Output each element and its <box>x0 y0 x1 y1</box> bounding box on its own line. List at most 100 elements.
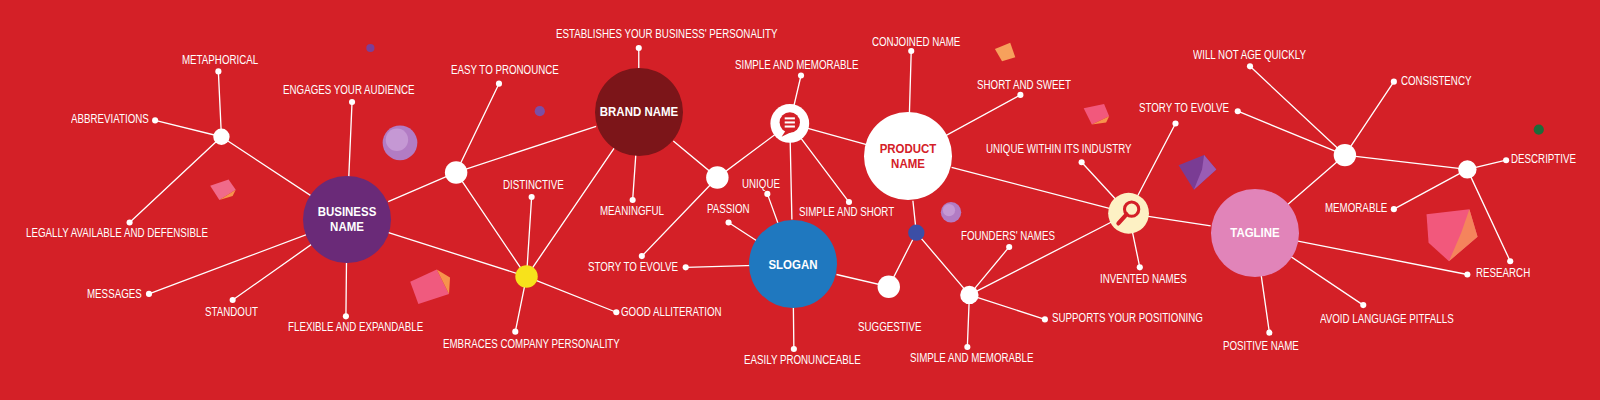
branch-label: SUPPORTS YOUR POSITIONING <box>1052 312 1203 326</box>
topic-title: TAGLINE <box>1213 225 1298 241</box>
branch-label: STORY TO EVOLVE <box>588 261 678 275</box>
leader-dot <box>1042 316 1048 322</box>
connector-line <box>388 126 596 201</box>
hub-dot <box>445 161 467 183</box>
decoration <box>1534 124 1544 134</box>
magnifier-icon <box>1108 193 1149 234</box>
branch-label: ABBREVIATIONS <box>71 113 149 127</box>
branch-label: DESCRIPTIVE <box>1511 153 1576 167</box>
leader-dot <box>1266 330 1272 336</box>
branch-label: GOOD ALLITERATION <box>621 306 722 320</box>
leader-dot <box>152 117 158 123</box>
decoration <box>1449 209 1478 261</box>
hub-dot <box>706 166 728 188</box>
decoration <box>535 106 545 116</box>
decoration <box>1179 155 1217 190</box>
leader-dot <box>127 45 1514 352</box>
topic-title: SLOGAN <box>750 257 835 273</box>
connector-line <box>952 167 1211 225</box>
speech-icon <box>780 112 800 132</box>
leader-dot <box>512 329 518 335</box>
magnifier-icon <box>1108 193 1149 234</box>
speech-icon <box>770 104 809 143</box>
decoration <box>219 190 235 200</box>
leader-dot <box>1079 159 1085 165</box>
leader-dot <box>1247 63 1253 69</box>
branch-label: LEGALLY AVAILABLE AND DEFENSIBLE <box>26 227 208 241</box>
branch-label: ENGAGES YOUR AUDIENCE <box>283 84 414 98</box>
branch-label: DISTINCTIVE <box>503 179 564 193</box>
leader-dot <box>1137 264 1143 270</box>
speech-icon <box>770 104 809 143</box>
decoration <box>941 202 961 222</box>
leader-dot <box>1172 120 1178 126</box>
magnifier-icon <box>1118 214 1126 223</box>
topic-circle: BUSINESS NAME <box>303 176 391 264</box>
leader-dot <box>726 219 732 225</box>
leader-dot <box>764 191 770 197</box>
branch-label: SIMPLE AND MEMORABLE <box>735 59 859 73</box>
leader-dot <box>1391 206 1397 212</box>
branch-label: SIMPLE AND MEMORABLE <box>910 352 1034 366</box>
topic-circle: BRAND NAME <box>595 68 683 156</box>
leader-dot <box>496 81 502 87</box>
hub-dot <box>1458 160 1476 178</box>
branch-label: METAPHORICAL <box>182 54 258 68</box>
branch-label: EASY TO PRONOUNCE <box>451 64 559 78</box>
branch-label: EMBRACES COMPANY PERSONALITY <box>443 338 620 352</box>
decoration <box>383 126 418 161</box>
leader-dot <box>613 309 619 315</box>
branch-label: WILL NOT AGE QUICKLY <box>1193 49 1306 63</box>
branch-label: FLEXIBLE AND EXPANDABLE <box>288 321 423 335</box>
blue-hub <box>908 224 924 240</box>
leader-dot <box>846 199 852 205</box>
hub-dot <box>878 276 900 298</box>
decoration <box>366 44 374 52</box>
decoration <box>437 269 450 293</box>
branch-label: ESTABLISHES YOUR BUSINESS' PERSONALITY <box>556 28 777 42</box>
decoration <box>943 204 955 216</box>
branch-label: EASILY PRONUNCEABLE <box>744 354 861 368</box>
branch-label: MEANINGFUL <box>600 205 664 219</box>
leader-dot <box>1360 302 1366 308</box>
leader-dot <box>1391 79 1397 85</box>
branch-label: SHORT AND SWEET <box>977 79 1071 93</box>
branch-label: STORY TO EVOLVE <box>1139 102 1229 116</box>
topic-circle: PRODUCT NAME <box>864 112 952 200</box>
branch-label: MESSAGES <box>87 288 142 302</box>
branch-label: SUGGESTIVE <box>858 321 921 335</box>
leader-dot <box>683 264 689 270</box>
branch-label: FOUNDERS' NAMES <box>961 230 1055 244</box>
branch-label: POSITIVE NAME <box>1223 340 1299 354</box>
leader-dot <box>791 346 797 352</box>
leader-dot <box>1006 244 1012 250</box>
branch-label: STANDOUT <box>205 306 258 320</box>
decoration <box>995 43 1015 61</box>
leader-dot <box>215 68 221 74</box>
hub-dot <box>960 286 978 304</box>
leader-dot <box>349 99 355 105</box>
topic-title: BUSINESS NAME <box>304 204 389 235</box>
leader-dot <box>146 291 152 297</box>
speech-icon <box>785 117 795 119</box>
leader-dot <box>908 48 914 54</box>
leader-dot <box>1507 258 1513 264</box>
topic-title: PRODUCT NAME <box>866 141 951 172</box>
leader-dot <box>1017 92 1023 98</box>
speech-icon <box>785 121 795 123</box>
leader-line <box>130 48 1511 349</box>
branch-label: UNIQUE <box>742 178 780 192</box>
branch-label: MEMORABLE <box>1325 202 1387 216</box>
topic-title: BRAND NAME <box>596 104 681 120</box>
branch-label: CONJOINED NAME <box>872 36 960 50</box>
decoration <box>386 129 408 151</box>
decoration <box>210 180 236 200</box>
topic-circle: SLOGAN <box>749 220 837 308</box>
leader-dot <box>636 45 642 51</box>
leader-dot <box>343 313 349 319</box>
branch-label: SIMPLE AND SHORT <box>799 206 894 220</box>
decoration <box>1427 209 1478 261</box>
branch-label: PASSION <box>707 203 750 217</box>
branch-label: UNIQUE WITHIN ITS INDUSTRY <box>986 143 1132 157</box>
